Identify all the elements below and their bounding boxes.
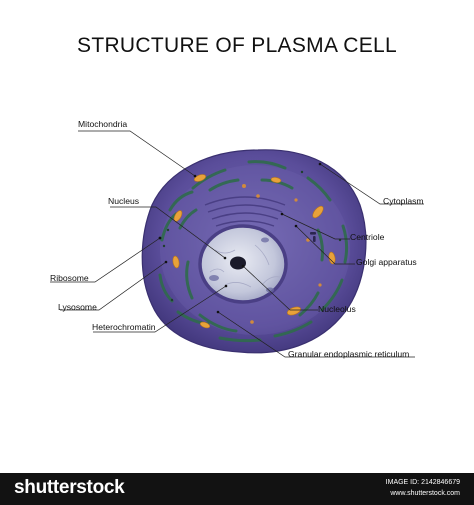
- label-mitochondria: Mitochondria: [78, 119, 127, 129]
- nucleus-leader: [110, 206, 226, 259]
- cytoplasm-dot: [318, 162, 322, 166]
- heterochromatin: [209, 237, 274, 293]
- label-golgi: Golgi apparatus: [356, 257, 417, 267]
- granular-er-leader: [217, 311, 415, 358]
- label-centriole: Centriole: [350, 232, 385, 242]
- nuclear-texture: [209, 244, 281, 288]
- brand-logo: shutterstock: [14, 477, 125, 498]
- label-heterochromatin: Heterochromatin: [92, 322, 156, 332]
- footer-bar: shutterstock IMAGE ID: 2142846679 www.sh…: [0, 473, 474, 505]
- centriole-dot: [280, 212, 284, 216]
- site-url-text: www.shutterstock.com: [390, 490, 460, 497]
- centriole-leader: [281, 213, 350, 240]
- golgi-leader: [295, 225, 355, 265]
- diagram-title: STRUCTURE OF PLASMA CELL: [77, 34, 397, 57]
- heterochromatin-dot: [224, 284, 228, 288]
- label-nucleolus: Nucleolus: [318, 304, 356, 314]
- granular-er-strands: [158, 160, 349, 343]
- mitochondria-group: [172, 174, 336, 329]
- nucleolus: [230, 256, 246, 270]
- mitochondria-leader: [78, 130, 196, 177]
- lysosome-dot: [164, 260, 168, 264]
- golgi-apparatus: [204, 196, 286, 227]
- label-granular-er: Granular endoplasmic reticulum: [288, 349, 409, 359]
- ribosome-leader: [50, 237, 161, 283]
- nucleolus-dot: [241, 264, 245, 268]
- label-lysosome: Lysosome: [58, 302, 97, 312]
- cytoplasm-leader: [319, 163, 424, 205]
- nucleolus-leader: [242, 265, 318, 311]
- image-id-text: IMAGE ID: 2142846679: [385, 479, 460, 486]
- heterochromatin-leader: [93, 285, 227, 333]
- plasma-cell-diagram: Mitochondria Nucleus Ribosome Lysosome H…: [50, 119, 424, 359]
- mitochondria-dot: [193, 174, 197, 178]
- label-cytoplasm: Cytoplasm: [383, 196, 424, 206]
- label-ribosome: Ribosome: [50, 273, 89, 283]
- golgi-dot: [294, 224, 298, 228]
- lysosome-granules: [222, 184, 322, 324]
- label-nucleus: Nucleus: [108, 196, 139, 206]
- ribosome-dot: [158, 236, 162, 240]
- granular-er-dot: [216, 310, 220, 314]
- nucleus-dot: [223, 256, 227, 260]
- centriole: [310, 232, 316, 242]
- lysosome-leader: [60, 261, 167, 311]
